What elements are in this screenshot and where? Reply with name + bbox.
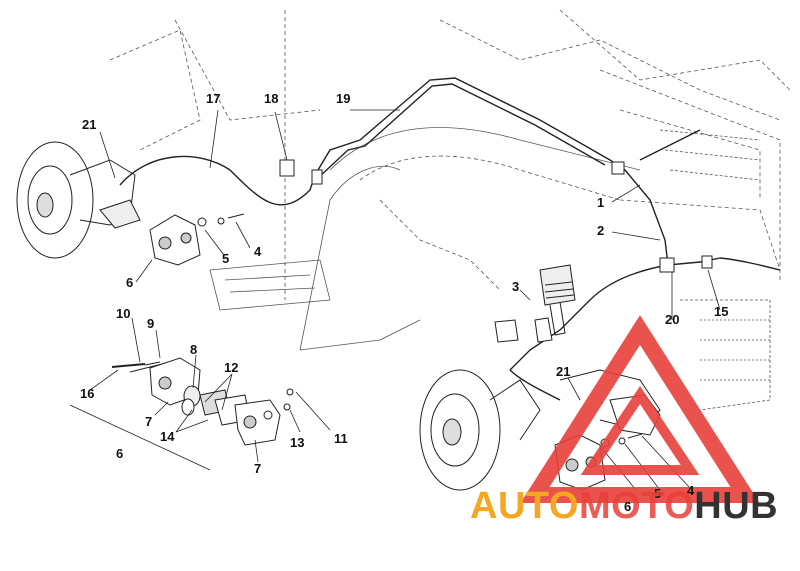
callout-6-right: 6 <box>624 499 632 514</box>
callout-15: 15 <box>714 304 729 319</box>
brake-lines <box>119 77 781 401</box>
callout-7-right: 7 <box>254 461 262 476</box>
watermark-logo: AUTOMOTOHUB <box>470 487 778 525</box>
callout-16: 16 <box>80 386 95 401</box>
callout-8: 8 <box>190 342 198 357</box>
callout-11: 11 <box>334 431 348 446</box>
callout-19: 19 <box>336 91 351 106</box>
watermark-triangle <box>520 315 760 503</box>
callout-10: 10 <box>116 306 131 321</box>
watermark-moto: MOTO <box>578 485 695 527</box>
left-caliper <box>149 213 245 266</box>
callout-4-left: 4 <box>254 244 262 259</box>
vehicle-frame-outline <box>109 9 791 411</box>
watermark-hub: HUB <box>694 485 779 527</box>
callout-9: 9 <box>147 316 155 331</box>
callout-6-left: 6 <box>126 275 134 290</box>
callout-7-left: 7 <box>145 414 153 429</box>
callout-1: 1 <box>597 195 605 210</box>
exploded-caliper-assembly <box>111 357 294 446</box>
callout-5-right: 5 <box>654 486 662 501</box>
fittings <box>279 159 713 273</box>
callout-6-exploded: 6 <box>116 446 124 461</box>
callout-14: 14 <box>160 429 175 444</box>
callout-3: 3 <box>512 279 520 294</box>
right-wheel-hub <box>419 369 661 491</box>
watermark-auto: AUTO <box>470 485 579 527</box>
callout-13: 13 <box>290 435 305 450</box>
callout-21-left: 21 <box>82 117 97 132</box>
callout-20: 20 <box>665 312 680 327</box>
callout-4-right: 4 <box>687 483 695 498</box>
left-wheel-hub <box>16 141 141 259</box>
callout-12: 12 <box>224 360 239 375</box>
shock-absorber <box>494 264 576 343</box>
callout-17: 17 <box>206 91 221 106</box>
callout-5-left: 5 <box>222 251 230 266</box>
callout-21-right: 21 <box>556 364 571 379</box>
callout-18: 18 <box>264 91 279 106</box>
leader-lines <box>69 109 721 491</box>
callout-2: 2 <box>597 223 605 238</box>
